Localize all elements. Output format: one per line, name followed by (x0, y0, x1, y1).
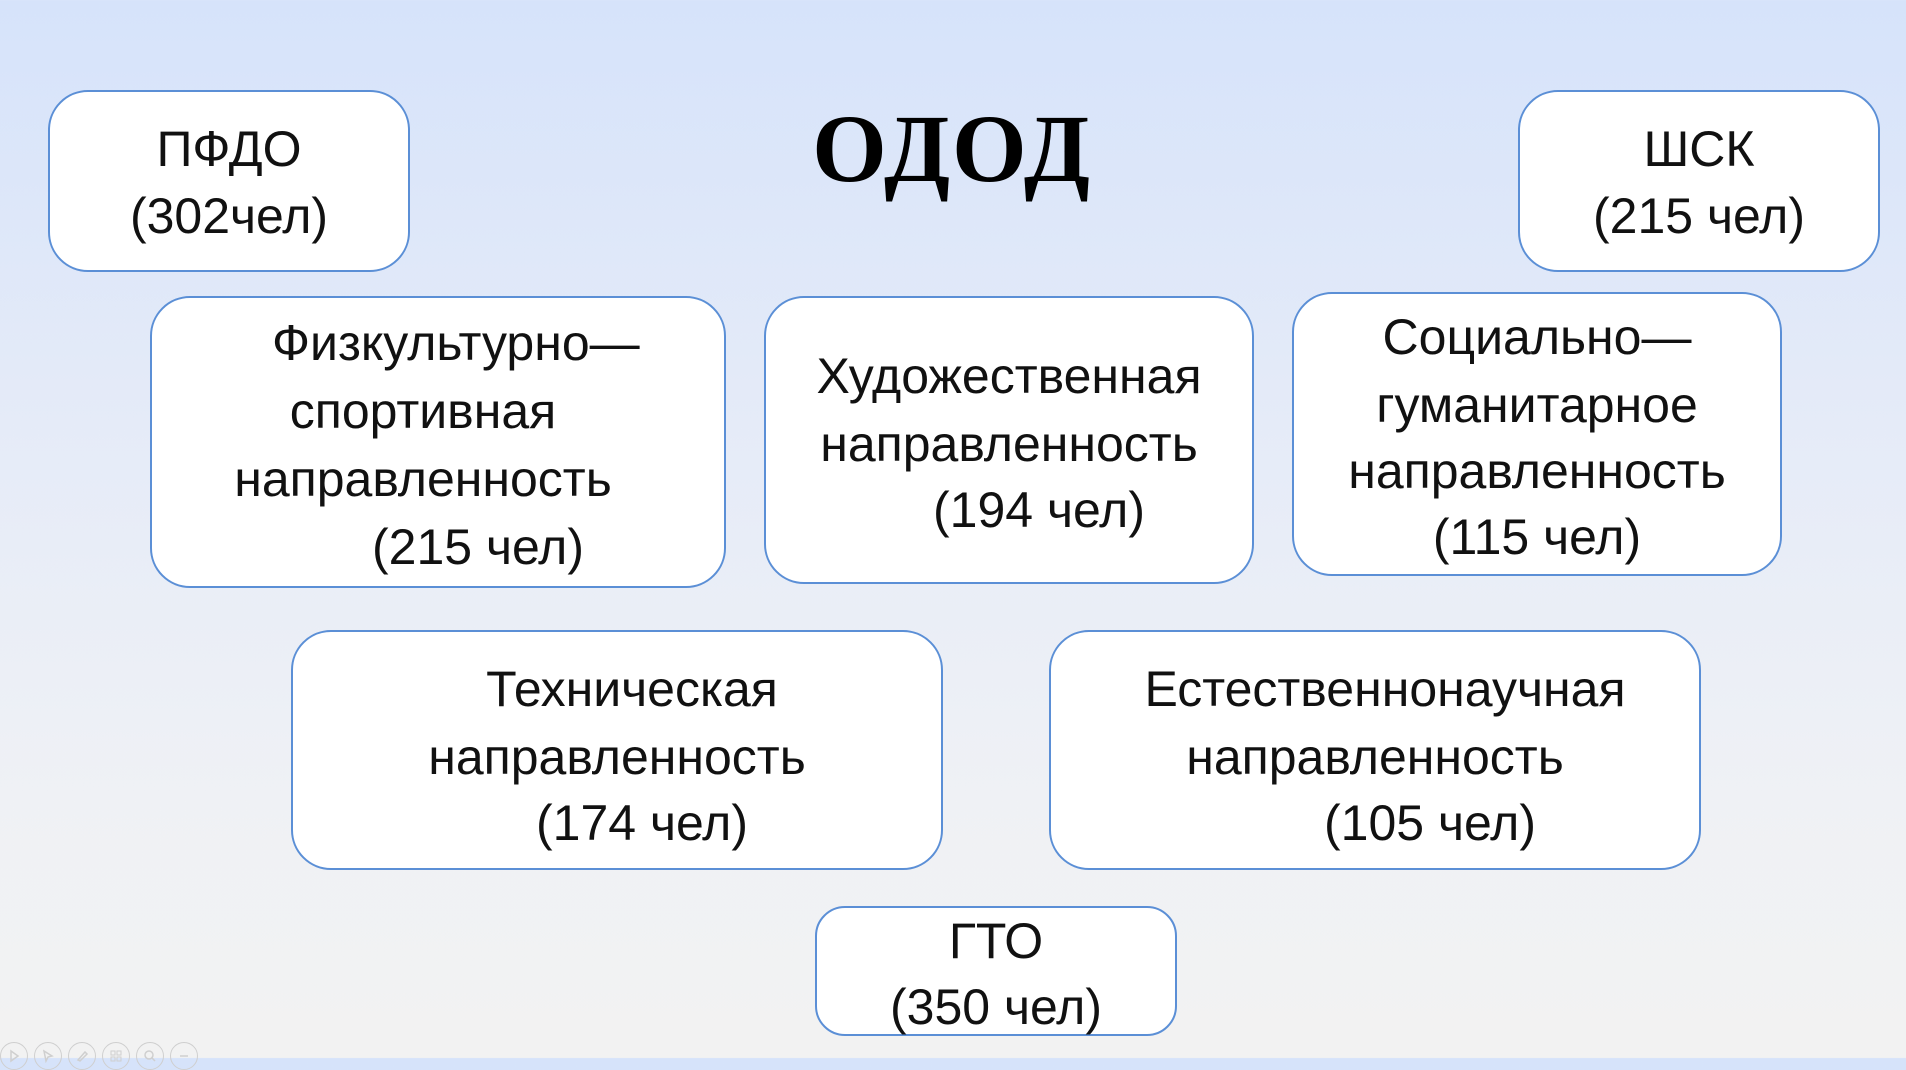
box-fizkult-line3: направленность (234, 451, 612, 507)
box-shsk: ШСК (215 чел) (1518, 90, 1880, 272)
diagram-title: ОДОД (812, 94, 1092, 202)
box-shsk-label: ШСК (1643, 121, 1755, 177)
box-gto: ГТО (350 чел) (815, 906, 1177, 1036)
box-gto-count: (350 чел) (890, 979, 1102, 1035)
box-tehnich-line2: направленность (428, 729, 806, 785)
box-social: Социально— гуманитарное направленность (… (1292, 292, 1782, 576)
pointer-icon[interactable] (34, 1042, 62, 1070)
box-hudozh-line1: Художественная (816, 348, 1202, 404)
box-gto-label: ГТО (948, 913, 1044, 969)
box-hudozh: Художественная направленность (194 чел) (764, 296, 1254, 584)
box-social-line2: гуманитарное (1376, 377, 1698, 433)
box-social-count: (115 чел) (1432, 509, 1642, 565)
pen-icon[interactable] (68, 1042, 96, 1070)
more-icon[interactable] (170, 1042, 198, 1070)
box-social-line3: направленность (1348, 443, 1726, 499)
box-fizkult-line2: спортивная (289, 383, 557, 439)
box-tehnich-count: (174 чел) (536, 795, 748, 851)
box-fizkult-count: (215 чел) (372, 519, 584, 575)
box-hudozh-line2: направленность (820, 416, 1198, 472)
box-fizkult-line1: Физкультурно— (272, 315, 640, 371)
slides-icon[interactable] (102, 1042, 130, 1070)
box-fizkult: Физкультурно— спортивная направленность … (150, 296, 726, 588)
box-pfdo-count: (302чел) (129, 188, 329, 244)
box-estestv: Естественнонаучная направленность (105 ч… (1049, 630, 1701, 870)
zoom-icon[interactable] (136, 1042, 164, 1070)
box-tehnich-line1: Техническая (486, 661, 778, 717)
play-icon[interactable] (0, 1042, 28, 1070)
box-hudozh-count: (194 чел) (933, 482, 1145, 538)
box-estestv-count: (105 чел) (1324, 795, 1536, 851)
box-pfdo-label: ПФДО (156, 121, 302, 177)
box-social-line1: Социально— (1382, 309, 1692, 365)
box-pfdo: ПФДО (302чел) (48, 90, 410, 272)
box-estestv-line1: Естественнонаучная (1144, 661, 1626, 717)
box-tehnich: Техническая направленность (174 чел) (291, 630, 943, 870)
box-shsk-count: (215 чел) (1593, 188, 1805, 244)
slideshow-controls (0, 1034, 198, 1070)
box-estestv-line2: направленность (1186, 729, 1564, 785)
